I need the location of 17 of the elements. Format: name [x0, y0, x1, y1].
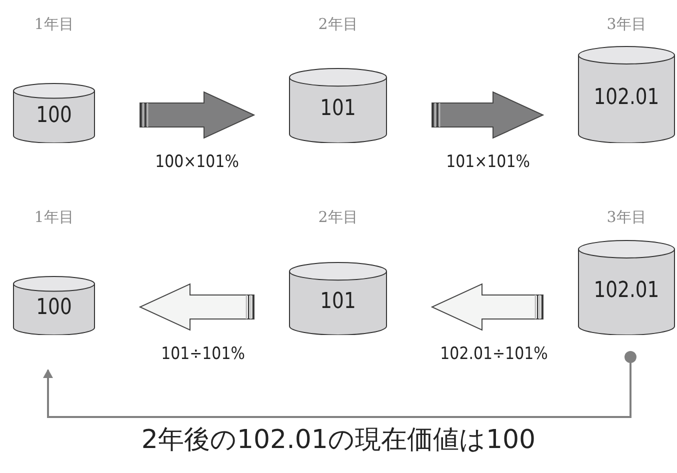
year-label: 3年目 [606, 15, 646, 34]
year-label: 3年目 [606, 208, 646, 227]
year-label: 2年目 [318, 208, 358, 227]
year-label: 1年目 [34, 208, 74, 227]
year-label: 1年目 [34, 15, 74, 34]
value-text: 100 [35, 102, 73, 128]
edge-label: 100×101% [155, 152, 239, 172]
edge-label: 102.01÷101% [440, 344, 548, 364]
value-text: 101 [319, 96, 357, 121]
caption: 2年後の102.01の現在価値は100 [140, 424, 537, 457]
edge-label: 101×101% [446, 152, 530, 172]
edge-label: 101÷101% [161, 344, 245, 364]
value-text: 100 [35, 295, 73, 320]
year-label: 2年目 [318, 15, 358, 34]
value-text: 102.01 [592, 278, 660, 303]
value-text: 102.01 [592, 84, 660, 110]
value-text: 101 [319, 288, 357, 314]
